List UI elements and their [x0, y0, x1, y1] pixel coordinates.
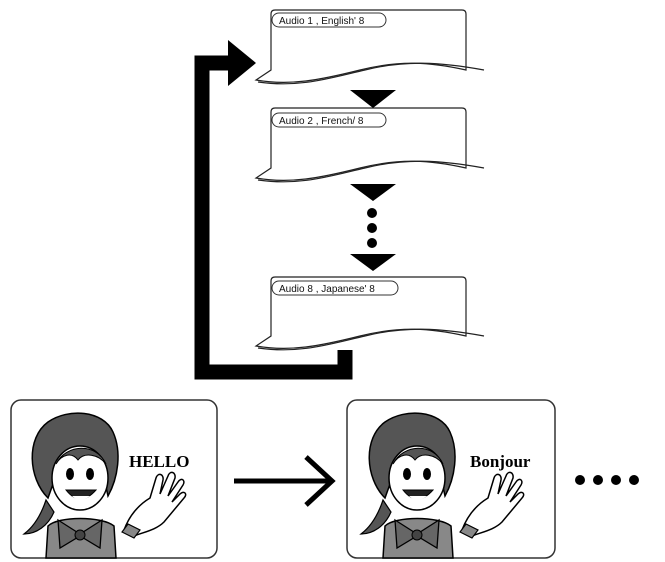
speech-text-2: Bonjour [470, 452, 531, 471]
right-arrow [234, 455, 336, 507]
down-arrow-2 [350, 184, 396, 201]
audio-tag-1-label: Audio 1 , English' 8 [279, 16, 365, 27]
down-arrow-1 [350, 90, 396, 108]
speaker-panel-1: HELLO [10, 399, 218, 559]
waving-hand-icon [121, 471, 187, 539]
loop-back-arrow-line [194, 55, 353, 380]
waving-hand-icon [459, 471, 525, 539]
audio-tag-2-label: Audio 2 , French/ 8 [279, 116, 364, 127]
speaker-panel-2: Bonjour [346, 399, 556, 559]
audio-tag-3-box [271, 280, 399, 296]
girl-illustration [359, 412, 456, 559]
speech-text-1: HELLO [129, 452, 189, 471]
vertical-ellipsis [367, 208, 377, 248]
audio-tag-1-box [271, 12, 387, 28]
audio-document-1: Audio 1 , English' 8 [254, 9, 485, 85]
audio-tag-2-box [271, 112, 387, 128]
loop-back-arrow-head [228, 40, 256, 86]
audio-document-2: Audio 2 , French/ 8 [254, 107, 485, 183]
down-arrow-3 [350, 254, 396, 271]
audio-tag-3-label: Audio 8 , Japanese' 8 [279, 284, 375, 295]
audio-document-3: Audio 8 , Japanese' 8 [254, 276, 485, 351]
horizontal-ellipsis [575, 475, 639, 485]
girl-illustration [22, 412, 119, 559]
